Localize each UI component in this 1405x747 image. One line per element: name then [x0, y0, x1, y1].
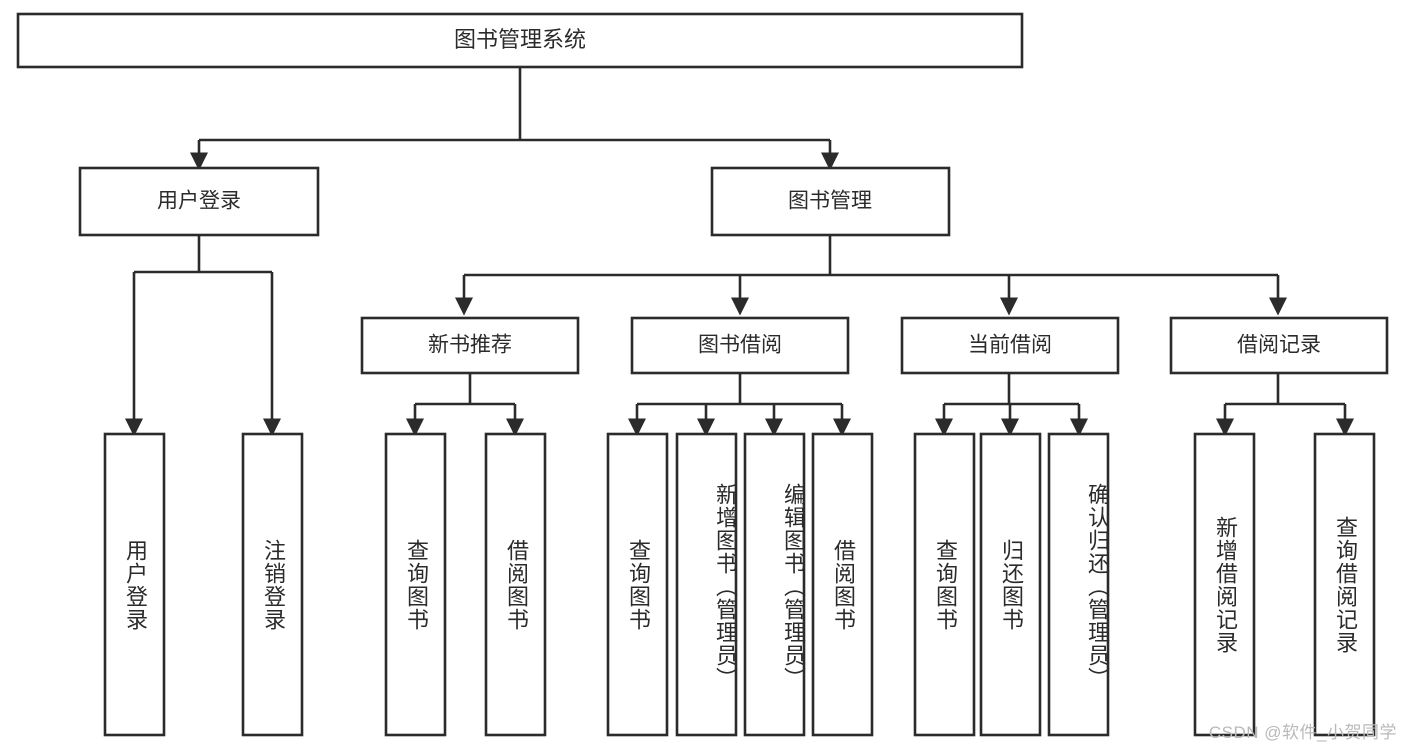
- node-current-borrow[interactable]: 当前借阅: [900, 316, 1120, 375]
- leaf-label-add-record: 新增借阅记录: [1212, 515, 1238, 654]
- node-root[interactable]: 图书管理系统: [16, 12, 1024, 69]
- leaf-label-borrow-book-2: 借阅图书: [830, 538, 856, 631]
- leaf-box-query-book-1[interactable]: [384, 432, 447, 737]
- node-book-borrow[interactable]: 图书借阅: [630, 316, 850, 375]
- leaf-box-logout-login[interactable]: [241, 432, 304, 737]
- leaf-label-query-record: 查询借阅记录: [1332, 515, 1358, 654]
- node-user-login[interactable]: 用户登录: [78, 166, 320, 237]
- leaf-label-query-book-3: 查询图书: [932, 538, 958, 631]
- leaf-box-edit-book[interactable]: [743, 432, 806, 737]
- node-borrow-record-label: 借阅记录: [1237, 334, 1321, 357]
- leaf-label-user-login: 用户登录: [122, 538, 148, 631]
- node-current-borrow-label: 当前借阅: [968, 334, 1052, 357]
- node-new-book-recommend[interactable]: 新书推荐: [360, 316, 580, 375]
- leaf-box-query-record[interactable]: [1313, 432, 1376, 737]
- leaf-box-return-book[interactable]: [979, 432, 1042, 737]
- node-user-login-label: 用户登录: [157, 190, 241, 213]
- leaf-label-query-book-2: 查询图书: [625, 538, 651, 631]
- leaf-box-borrow-book-2[interactable]: [811, 432, 874, 737]
- leaf-label-borrow-book-1: 借阅图书: [503, 538, 529, 631]
- nodes-layer: 图书管理系统 用户登录 图书管理 新书推荐 图书借阅 当前: [16, 12, 1389, 737]
- node-new-book-recommend-label: 新书推荐: [428, 334, 512, 357]
- leaf-label-logout-login: 注销登录: [260, 538, 286, 631]
- leaf-box-user-login[interactable]: [103, 432, 166, 737]
- leaf-box-confirm-return[interactable]: [1047, 432, 1110, 737]
- leaf-box-query-book-2[interactable]: [606, 432, 669, 737]
- leaf-label-add-book: 新增图书（管理员）: [713, 483, 738, 690]
- leaf-label-query-book-1: 查询图书: [403, 538, 429, 631]
- leaf-label-return-book: 归还图书: [998, 538, 1024, 631]
- leaf-box-query-book-3[interactable]: [913, 432, 976, 737]
- leaf-box-borrow-book-1[interactable]: [484, 432, 547, 737]
- node-book-borrow-label: 图书借阅: [698, 334, 782, 357]
- node-root-label: 图书管理系统: [454, 27, 586, 52]
- leaf-box-add-record[interactable]: [1193, 432, 1256, 737]
- leaf-box-add-book[interactable]: [675, 432, 738, 737]
- leaf-label-edit-book: 编辑图书（管理员）: [781, 483, 806, 690]
- node-book-management[interactable]: 图书管理: [710, 166, 951, 237]
- node-borrow-record[interactable]: 借阅记录: [1169, 316, 1389, 375]
- node-book-management-label: 图书管理: [788, 190, 872, 213]
- edges-layer: [124, 67, 1355, 437]
- leaf-label-confirm-return: 确认归还（管理员）: [1085, 483, 1110, 690]
- watermark-text: CSDN @软件_小贺同学: [1208, 723, 1397, 742]
